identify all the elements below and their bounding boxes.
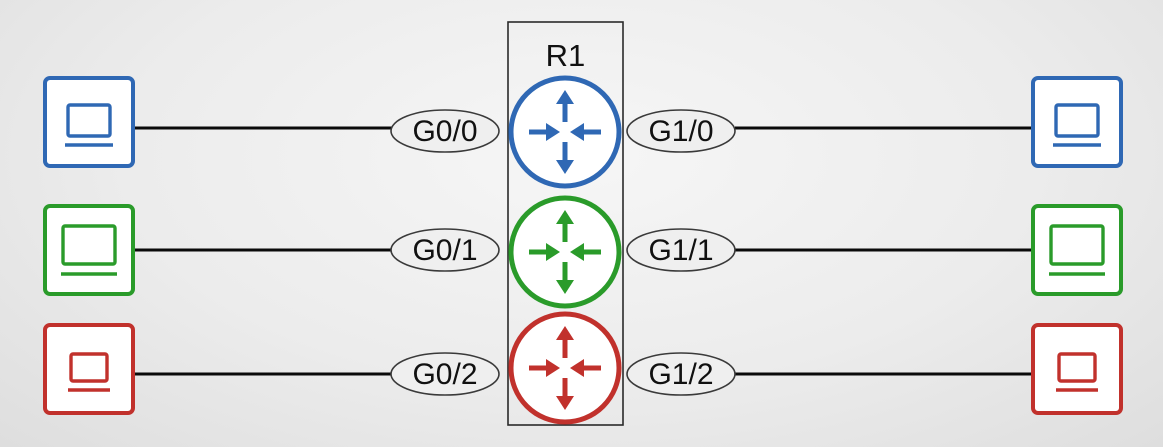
port-label-left-2[interactable]: G0/2 — [390, 352, 500, 396]
svg-text:G0/0: G0/0 — [412, 115, 477, 148]
router-box — [507, 21, 624, 426]
pc-icon[interactable] — [43, 76, 135, 168]
pc-icon[interactable] — [1031, 323, 1123, 415]
router-icon[interactable] — [508, 311, 622, 425]
link-row-2: G0/2 G1/2 — [43, 311, 1123, 425]
pc-icon[interactable] — [43, 323, 135, 415]
svg-text:G0/2: G0/2 — [412, 358, 477, 391]
link-row-0: G0/0 G1/0 — [43, 75, 1123, 189]
port-label-left-1[interactable]: G0/1 — [390, 228, 500, 272]
svg-text:G1/0: G1/0 — [648, 115, 713, 148]
port-label-right-0[interactable]: G1/0 — [626, 109, 736, 153]
pc-icon[interactable] — [1031, 204, 1123, 296]
svg-text:G1/2: G1/2 — [648, 358, 713, 391]
link-row-1: G0/1 G1/1 — [43, 195, 1123, 309]
svg-text:G0/1: G0/1 — [412, 234, 477, 267]
svg-text:G1/1: G1/1 — [648, 234, 713, 267]
router-icon[interactable] — [508, 75, 622, 189]
port-label-right-1[interactable]: G1/1 — [626, 228, 736, 272]
port-label-right-2[interactable]: G1/2 — [626, 352, 736, 396]
pc-icon[interactable] — [1031, 76, 1123, 168]
port-label-left-0[interactable]: G0/0 — [390, 109, 500, 153]
router-name: R1 — [546, 38, 586, 73]
pc-icon[interactable] — [43, 204, 135, 296]
router-icon[interactable] — [508, 195, 622, 309]
